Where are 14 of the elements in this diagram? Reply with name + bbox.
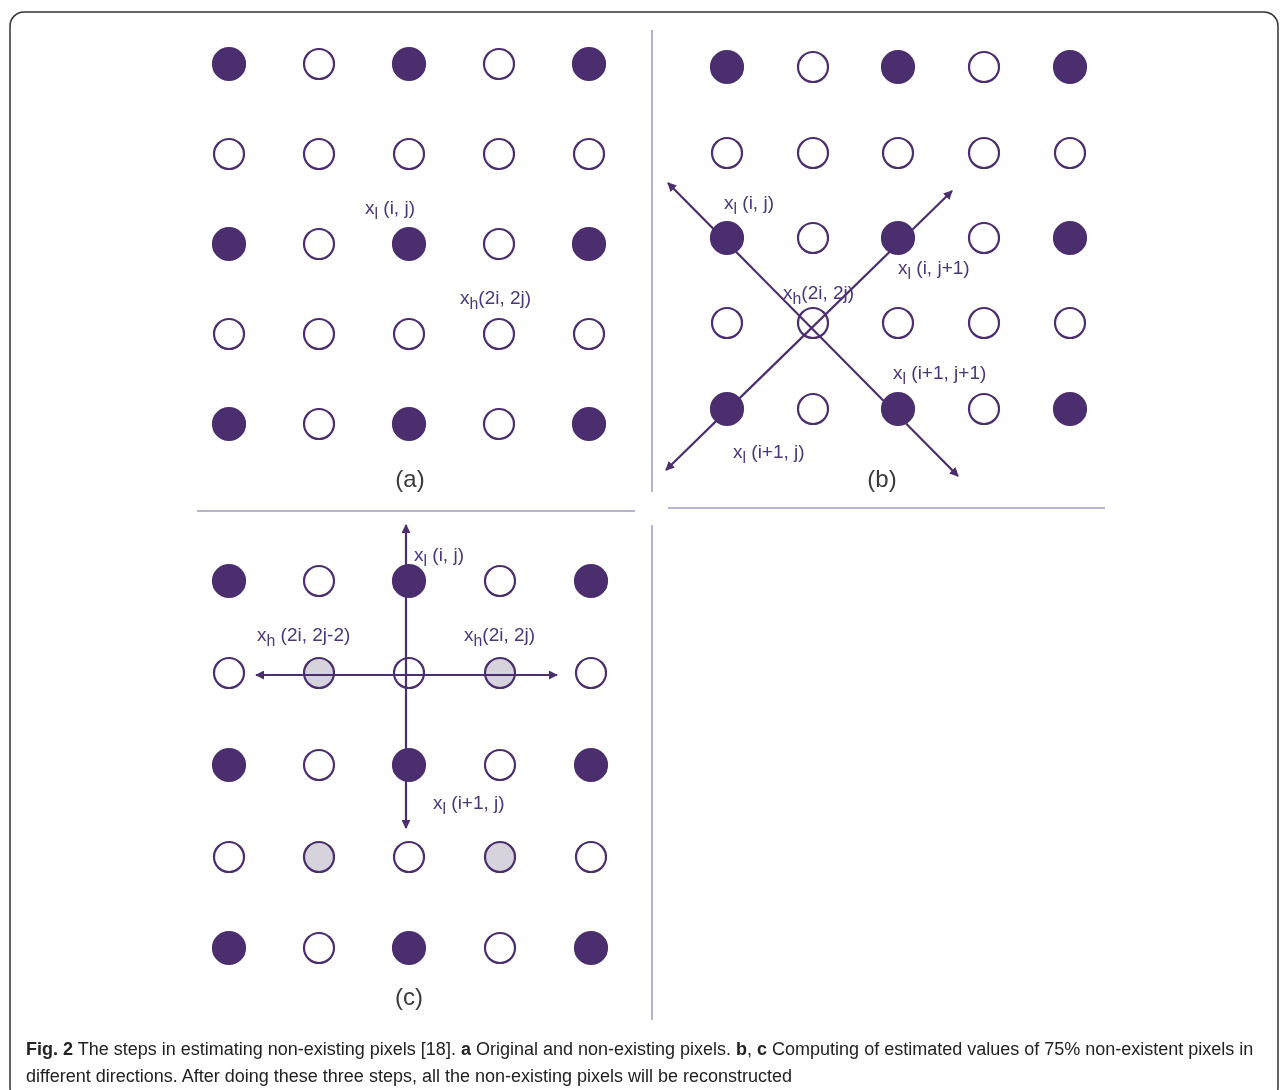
pixel-label: x$_{h}$(2i, 2j) [464,625,536,649]
pixel-label: x$_{l}$ (i, j) [724,193,774,217]
panel-label: (c) [395,985,423,1009]
pixel-label: x$_{l}$ (i+1, j) [433,793,505,817]
pixel-label: x$_{l}$ (i, j+1) [898,258,970,282]
pixel-label: x$_{l}$ (i, j) [414,545,464,569]
pixel-label: x$_{l}$ (i, j) [365,198,415,222]
pixel-label: x$_{l}$ (i+1, j+1) [893,363,987,387]
panel-label: (a) [395,467,425,491]
figure-caption: Fig. 2 The steps in estimating non-existing pixels [18]. a Original and non-existing pixels. b, c Computing of estimated values of 75% non-existent pixels in different directions. After doing these three steps, all the non-existing pixels will be reconstructed [26,1038,1255,1088]
pixel-label: x$_{l}$ (i+1, j) [733,442,805,466]
panel-label: (b) [867,467,897,491]
pixel-label: x$_{h}$(2i, 2j) [460,288,532,312]
pixel-label: x$_{h}$ (2i, 2j-2) [257,625,351,649]
